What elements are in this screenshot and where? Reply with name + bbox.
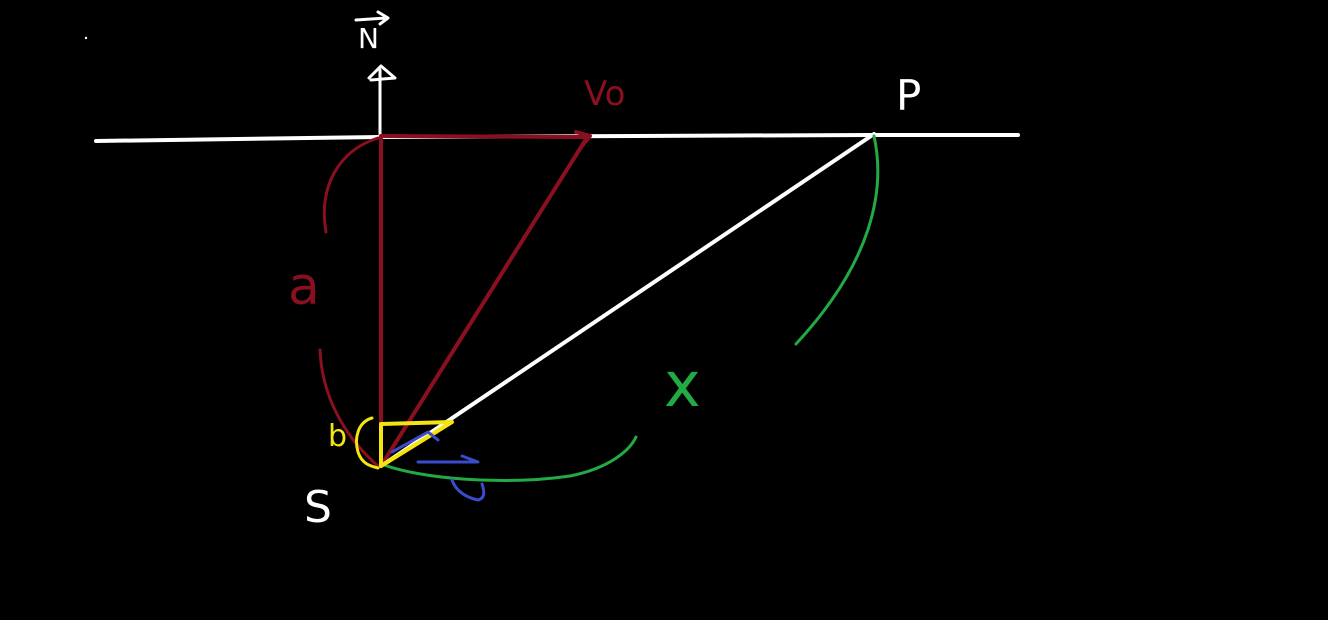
label-b: b: [328, 419, 347, 454]
n-overarrow: [354, 10, 390, 26]
bracket-x-bottom: [382, 435, 638, 482]
white-line-s-to-p: [379, 132, 876, 468]
blue-hook: [450, 478, 486, 502]
blue-angle-mark: [390, 430, 440, 454]
label-s: S: [304, 482, 332, 533]
v0-arrowhead: [574, 130, 592, 148]
normal-vector-arrowhead: [367, 64, 397, 82]
label-x: x: [664, 348, 701, 421]
bracket-a-upper: [322, 136, 380, 234]
bracket-x-right: [794, 134, 880, 346]
red-top-segment: [379, 134, 590, 139]
bracket-a-lower: [318, 348, 380, 468]
yellow-triangle-b: [379, 420, 454, 468]
label-v0: Vo: [584, 74, 625, 114]
label-n: N: [358, 22, 379, 55]
stray-dot: [84, 36, 88, 40]
label-p: P: [896, 71, 921, 120]
horizontal-line: [94, 133, 1020, 143]
bracket-b: [355, 416, 380, 470]
label-a: a: [288, 257, 320, 317]
blue-horizontal-arrow: [416, 454, 480, 464]
red-diagonal-s-to-v0: [379, 134, 590, 468]
